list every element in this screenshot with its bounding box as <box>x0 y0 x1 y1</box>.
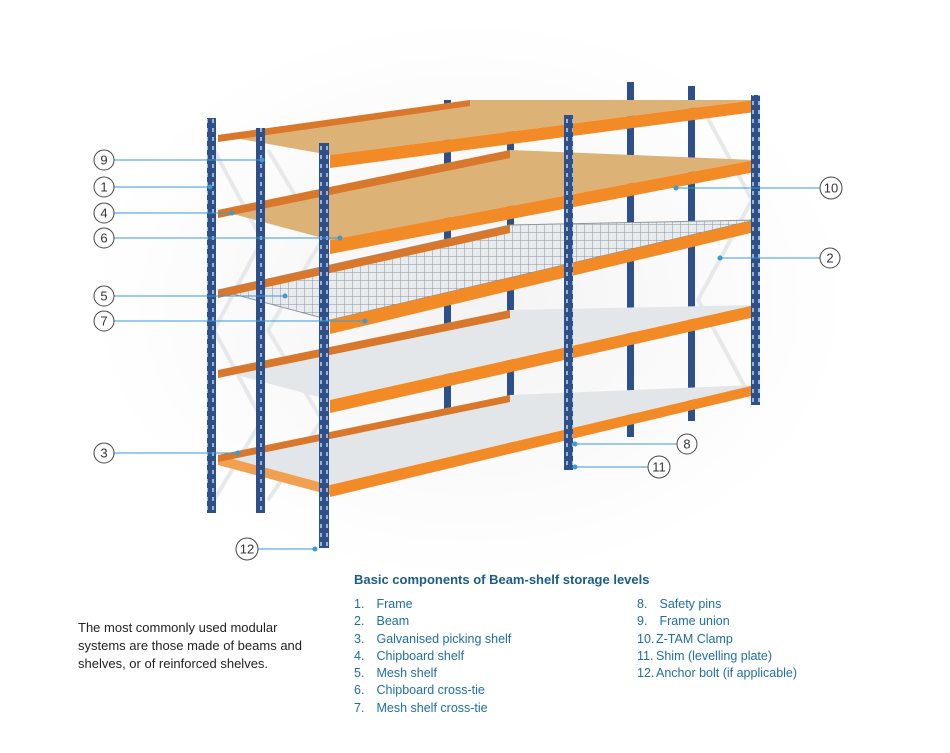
svg-text:3: 3 <box>100 446 107 461</box>
callout-leaders <box>114 157 820 552</box>
callout-6: 6 <box>93 227 115 249</box>
svg-text:5: 5 <box>100 289 107 304</box>
legend-item: 11.Shim (levelling plate) <box>637 648 773 663</box>
callout-1: 1 <box>93 176 115 198</box>
legend-item: 3. Galvanised picking shelf <box>354 631 512 646</box>
svg-text:12: 12 <box>240 542 254 557</box>
legend-item: 1. Frame <box>354 597 413 611</box>
svg-text:6: 6 <box>100 231 107 246</box>
callouts: 9 1 4 6 5 7 3 12 <box>93 149 843 561</box>
svg-text:8: 8 <box>683 437 690 452</box>
callout-7: 7 <box>93 310 115 332</box>
legend-title: Basic components of Beam-shelf storage l… <box>354 572 650 587</box>
callout-4: 4 <box>93 202 115 224</box>
svg-text:11: 11 <box>652 460 666 475</box>
level-chipboard-top <box>218 100 755 168</box>
callout-9: 9 <box>93 149 115 171</box>
level-chipboard-lower <box>218 150 755 254</box>
svg-text:2: 2 <box>826 251 833 266</box>
legend-item: 6. Chipboard cross-tie <box>354 683 485 698</box>
caption-text: The most commonly used modular systems a… <box>78 620 303 671</box>
callout-10: 10 <box>819 176 843 200</box>
legend-list-right: 8. Safety pins 9. Frame union 10.Z-TAM C… <box>637 596 887 682</box>
callout-12: 12 <box>235 537 259 561</box>
legend-item: 8. Safety pins <box>637 597 722 611</box>
level-mesh <box>217 219 756 334</box>
legend-item: 10.Z-TAM Clamp <box>637 631 733 646</box>
svg-text:1: 1 <box>100 180 107 195</box>
shelving-illustration: 9 1 4 6 5 7 3 12 <box>90 20 850 580</box>
svg-text:9: 9 <box>100 153 107 168</box>
legend-item: 4. Chipboard shelf <box>354 648 465 663</box>
callout-11: 11 <box>647 455 671 479</box>
svg-text:7: 7 <box>100 314 107 329</box>
level-bottom <box>218 385 755 497</box>
level-2 <box>218 305 755 413</box>
svg-text:4: 4 <box>100 206 107 221</box>
callout-8: 8 <box>676 433 698 455</box>
legend-item: 9. Frame union <box>637 614 730 629</box>
legend-list-left: 1. Frame 2. Beam 3. Galvanised picking s… <box>354 596 604 717</box>
legend-item: 12.Anchor bolt (if applicable) <box>637 666 798 681</box>
callout-3: 3 <box>93 442 115 464</box>
callout-5: 5 <box>93 285 115 307</box>
svg-text:10: 10 <box>824 181 838 196</box>
callout-2: 2 <box>819 247 841 269</box>
legend-item: 7. Mesh shelf cross-tie <box>354 700 488 715</box>
legend-item: 2. Beam <box>354 614 410 629</box>
legend-item: 5. Mesh shelf <box>354 666 437 681</box>
